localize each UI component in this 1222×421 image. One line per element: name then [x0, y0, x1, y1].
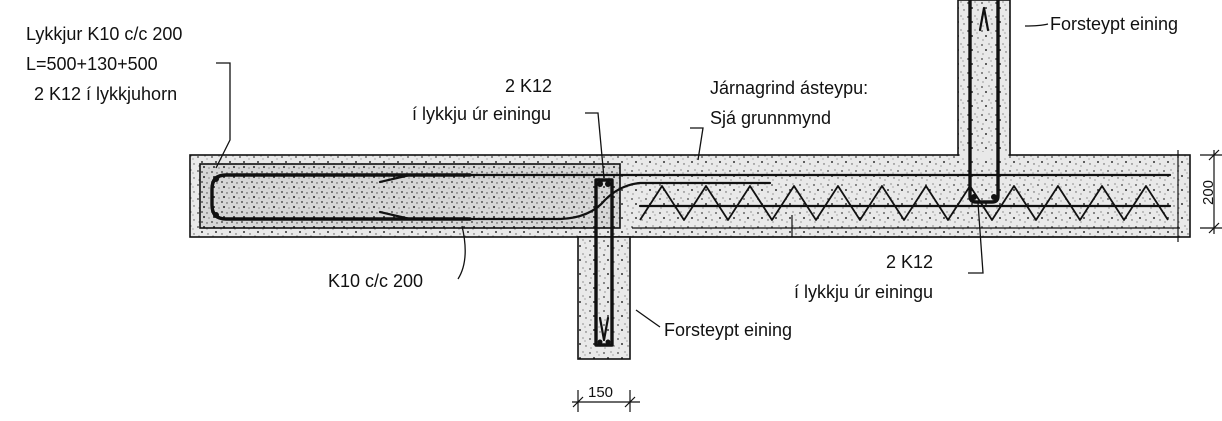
k12-bar-dot [971, 194, 977, 200]
leader-lines [215, 23, 1049, 328]
text-labels: Lykkjur K10 c/c 200 L=500+130+500 2 K12 … [26, 14, 1217, 401]
leader-loop [215, 62, 231, 169]
label-k12-left-text: í lykkju úr einingu [412, 104, 551, 124]
leader-k10 [457, 225, 466, 280]
reinforcement [210, 0, 1172, 347]
dim-tick [1208, 149, 1220, 161]
dim-tick [1208, 222, 1220, 234]
wall-bar-dot [597, 339, 603, 345]
top-wall-loop [968, 0, 1000, 204]
precast-wall-top [957, 0, 1011, 156]
bottom-wall-loop [594, 178, 614, 347]
label-k12-left-num: 2 K12 [505, 76, 552, 96]
label-precast-bottom: Forsteypt eining [664, 320, 792, 340]
leader-precast-bottom [635, 309, 661, 328]
dim-width-label: 150 [588, 384, 613, 401]
leader-k12-left [585, 112, 605, 179]
slab-cranked-bar [468, 181, 772, 221]
leader-precast-top [1024, 23, 1049, 27]
label-cage-line1: Járnagrind ásteypu: [710, 78, 868, 98]
label-k12-right-num: 2 K12 [886, 252, 933, 272]
precast-wall-bottom [577, 236, 631, 360]
label-loop-length: L=500+130+500 [26, 54, 158, 74]
loop-arrow-top [378, 173, 412, 184]
wall-slab-joint-fill [959, 152, 1009, 158]
k12-bar-dot [597, 181, 603, 187]
dim-height-label: 200 [1200, 180, 1217, 205]
dimensions [572, 149, 1222, 412]
wall-bar-dot [605, 339, 611, 345]
label-cage-line2: Sjá grunnmynd [710, 108, 831, 128]
dim-tick [572, 396, 584, 408]
loop-arrow-bottom [378, 210, 412, 221]
bottom-wall-arrow [598, 316, 610, 342]
top-wall-arrow [978, 6, 990, 32]
corner-bar-dot [213, 176, 219, 182]
concrete-elements [189, 0, 1191, 360]
label-k12-right-text: í lykkju úr einingu [794, 282, 933, 302]
lattice-girder [639, 185, 1169, 221]
dim-tick [624, 396, 636, 408]
k12-bar-dot [605, 181, 611, 187]
leader-k12-right [968, 202, 984, 274]
label-loop-corner: 2 K12 í lykkjuhorn [34, 84, 177, 104]
label-k10-bottom: K10 c/c 200 [328, 271, 423, 291]
label-loop-top: Lykkjur K10 c/c 200 [26, 24, 182, 44]
k12-bar-dot [991, 194, 997, 200]
hairpin-loop-rebar [210, 173, 472, 221]
leader-cage [690, 127, 704, 161]
label-precast-top: Forsteypt eining [1050, 14, 1178, 34]
corner-bar-dot [213, 212, 219, 218]
